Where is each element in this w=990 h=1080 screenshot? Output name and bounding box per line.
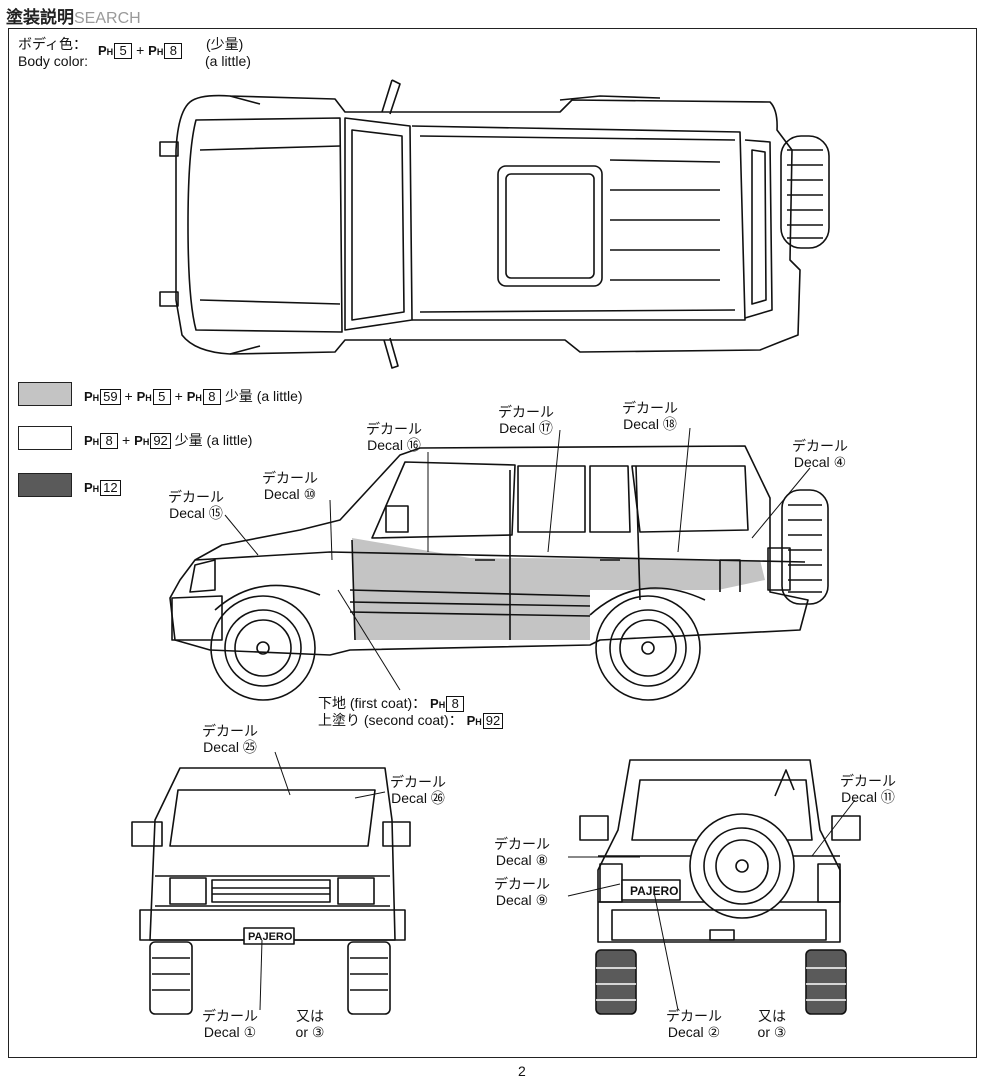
side-view [169, 445, 829, 701]
legend-swatch-light [18, 382, 72, 406]
watermark: SEARCH [74, 10, 141, 27]
legend-swatch-dark [18, 473, 72, 497]
front-plate: PAJERO [248, 931, 293, 943]
leader-lines [224, 427, 856, 1011]
page-number: 2 [518, 1063, 526, 1079]
legend-swatch-white [18, 426, 72, 450]
page-frame [8, 28, 977, 1058]
rear-plate: PAJERO [630, 884, 679, 898]
little-jp: (少量) [206, 36, 244, 52]
body-color-label-en: Body color: [18, 53, 89, 69]
page-title: 塗装説明 [6, 8, 74, 27]
body-color-label-jp: ボディ色： [18, 36, 88, 52]
rear-view [579, 759, 861, 1015]
front-view [131, 767, 411, 1015]
little-en: (a little) [205, 53, 251, 69]
page-header: 塗装説明SEARCH [6, 3, 141, 28]
top-view [159, 79, 830, 369]
